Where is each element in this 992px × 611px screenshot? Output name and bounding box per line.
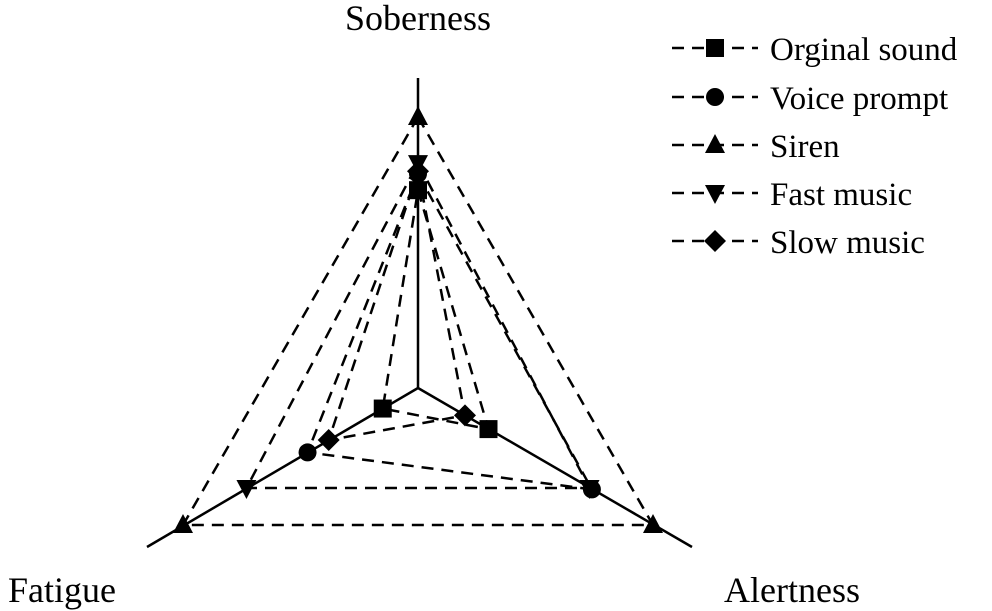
data-point-fast-music-fatigue xyxy=(236,480,257,500)
legend-marker-siren xyxy=(705,134,725,153)
data-point-siren-alertness xyxy=(643,514,663,533)
axis-label-alertness: Alertness xyxy=(724,570,860,610)
data-point-slow-music-soberness xyxy=(407,160,429,183)
series-orginal-sound-polygon xyxy=(381,189,491,431)
legend-item-fast-music: Fast music xyxy=(672,177,912,213)
legend-label: Siren xyxy=(770,129,840,165)
legend: Orginal sound Voice prompt Siren Fast mu… xyxy=(672,32,958,261)
legend-label: Slow music xyxy=(770,225,925,261)
data-point-orginal-sound-soberness xyxy=(409,181,427,200)
legend-label: Fast music xyxy=(770,177,912,213)
legend-marker-voice-prompt xyxy=(706,88,724,106)
series-voice-prompt-polygon xyxy=(305,170,595,491)
legend-label: Orginal sound xyxy=(770,32,958,68)
data-point-siren-soberness xyxy=(408,106,428,125)
data-point-voice-prompt-fatigue xyxy=(298,443,317,462)
series-polygons xyxy=(180,114,656,527)
legend-marker-slow-music xyxy=(704,230,726,252)
legend-marker-orginal-sound xyxy=(706,39,724,57)
series-siren-polygon xyxy=(180,114,656,527)
legend-item-siren: Siren xyxy=(672,129,840,165)
series-fast-music-polygon xyxy=(244,160,592,490)
axis-label-fatigue: Fatigue xyxy=(8,570,116,610)
series-slow-music-polygon xyxy=(326,166,467,442)
data-point-slow-music-fatigue xyxy=(317,429,340,452)
data-point-orginal-sound-alertness xyxy=(479,420,498,439)
legend-item-voice-prompt: Voice prompt xyxy=(672,81,948,117)
legend-item-slow-music: Slow music xyxy=(672,225,925,261)
legend-item-orginal-sound: Orginal sound xyxy=(672,32,958,68)
series-markers xyxy=(173,106,663,533)
data-point-siren-fatigue xyxy=(173,514,193,533)
data-point-fast-music-alertness xyxy=(579,480,600,500)
data-point-orginal-sound-fatigue xyxy=(373,399,392,418)
axis-fatigue xyxy=(146,386,419,549)
data-point-slow-music-alertness xyxy=(454,404,476,427)
legend-marker-fast-music xyxy=(705,185,725,204)
axes xyxy=(146,78,693,549)
legend-label: Voice prompt xyxy=(770,81,948,117)
axis-label-soberness: Soberness xyxy=(345,0,491,38)
